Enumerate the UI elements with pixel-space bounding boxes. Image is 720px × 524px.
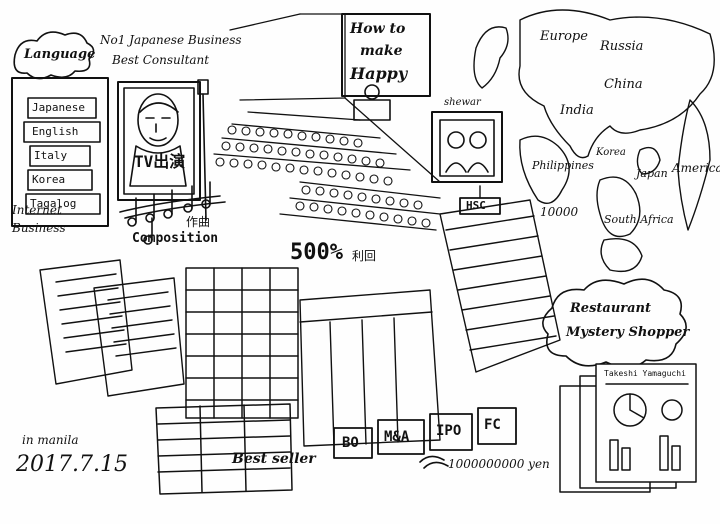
board-line3: Happy [350,64,408,83]
deal-box-ma [377,419,425,455]
portrait-frame [117,81,201,201]
language-item: Tagalog [30,197,77,210]
language-item: Japanese [32,101,85,114]
map-label-china: China [604,77,643,92]
composition-label: Composition [132,231,219,246]
bestseller-label: Best seller [232,451,316,467]
building-sign: HSC [466,199,486,212]
map-label-america: America [672,161,720,175]
documents [39,259,185,397]
language-item: English [32,125,79,138]
audience-heads [215,125,431,228]
language-title: Language [24,47,96,62]
world-map [473,9,715,273]
consultant-subtitle: Best Consultant [112,53,210,67]
composition-kanji: 作曲 [186,215,211,229]
lecture-board [341,13,431,97]
map-label-japan: Japan [636,167,668,180]
return-percent: 500% [290,240,343,265]
board-line2: make [360,43,403,59]
language-item: Italy [34,149,68,162]
money-amount: 1000000000 yen [448,457,550,471]
deal-box-ipo [429,413,473,451]
map-label-europe: Europe [540,29,588,44]
deal-label-ma: M&A [384,429,410,445]
map-label-russia: Russia [600,39,644,54]
deal-box-bo [333,427,373,459]
language-item: Korea [32,173,66,186]
couple-photo [431,111,503,183]
city-label: in manila [22,433,79,447]
money-stack [419,455,449,469]
office-building [185,267,299,419]
tower-building [439,185,561,373]
deal-label-fc: FC [484,417,501,433]
map-label-south-africa: South Africa [604,213,674,226]
board-line1: How to [350,21,406,37]
date-label: 2017.7.15 [16,452,128,477]
language-box [11,77,109,227]
reports [559,363,697,493]
classroom [213,13,441,231]
report-title: Takeshi Yamaguchi [604,369,686,378]
deal-box-fc [477,407,517,445]
music-notes [119,195,226,219]
map-label-india: India [560,103,594,118]
internet-label: Internet [12,203,62,217]
map-label-philippines: Philippines [532,159,594,172]
consultant-title: No1 Japanese Business [100,33,242,47]
map-count: 10000 [540,205,579,219]
restaurant-cloud [542,278,687,369]
tv-caption: TV出演 [134,152,186,171]
map-label-korea: Korea [596,147,626,158]
deal-label-ipo: IPO [436,423,462,439]
mystery-shopper-label: Mystery Shopper [566,325,690,340]
deal-label-bo: BO [342,435,359,451]
photo-note: shewar [444,97,481,108]
return-label: 利回 [352,249,377,263]
shop-fronts [299,289,441,447]
restaurant-label: Restaurant [570,301,652,316]
business-label: Business [12,221,66,235]
book-stacks [155,403,293,495]
